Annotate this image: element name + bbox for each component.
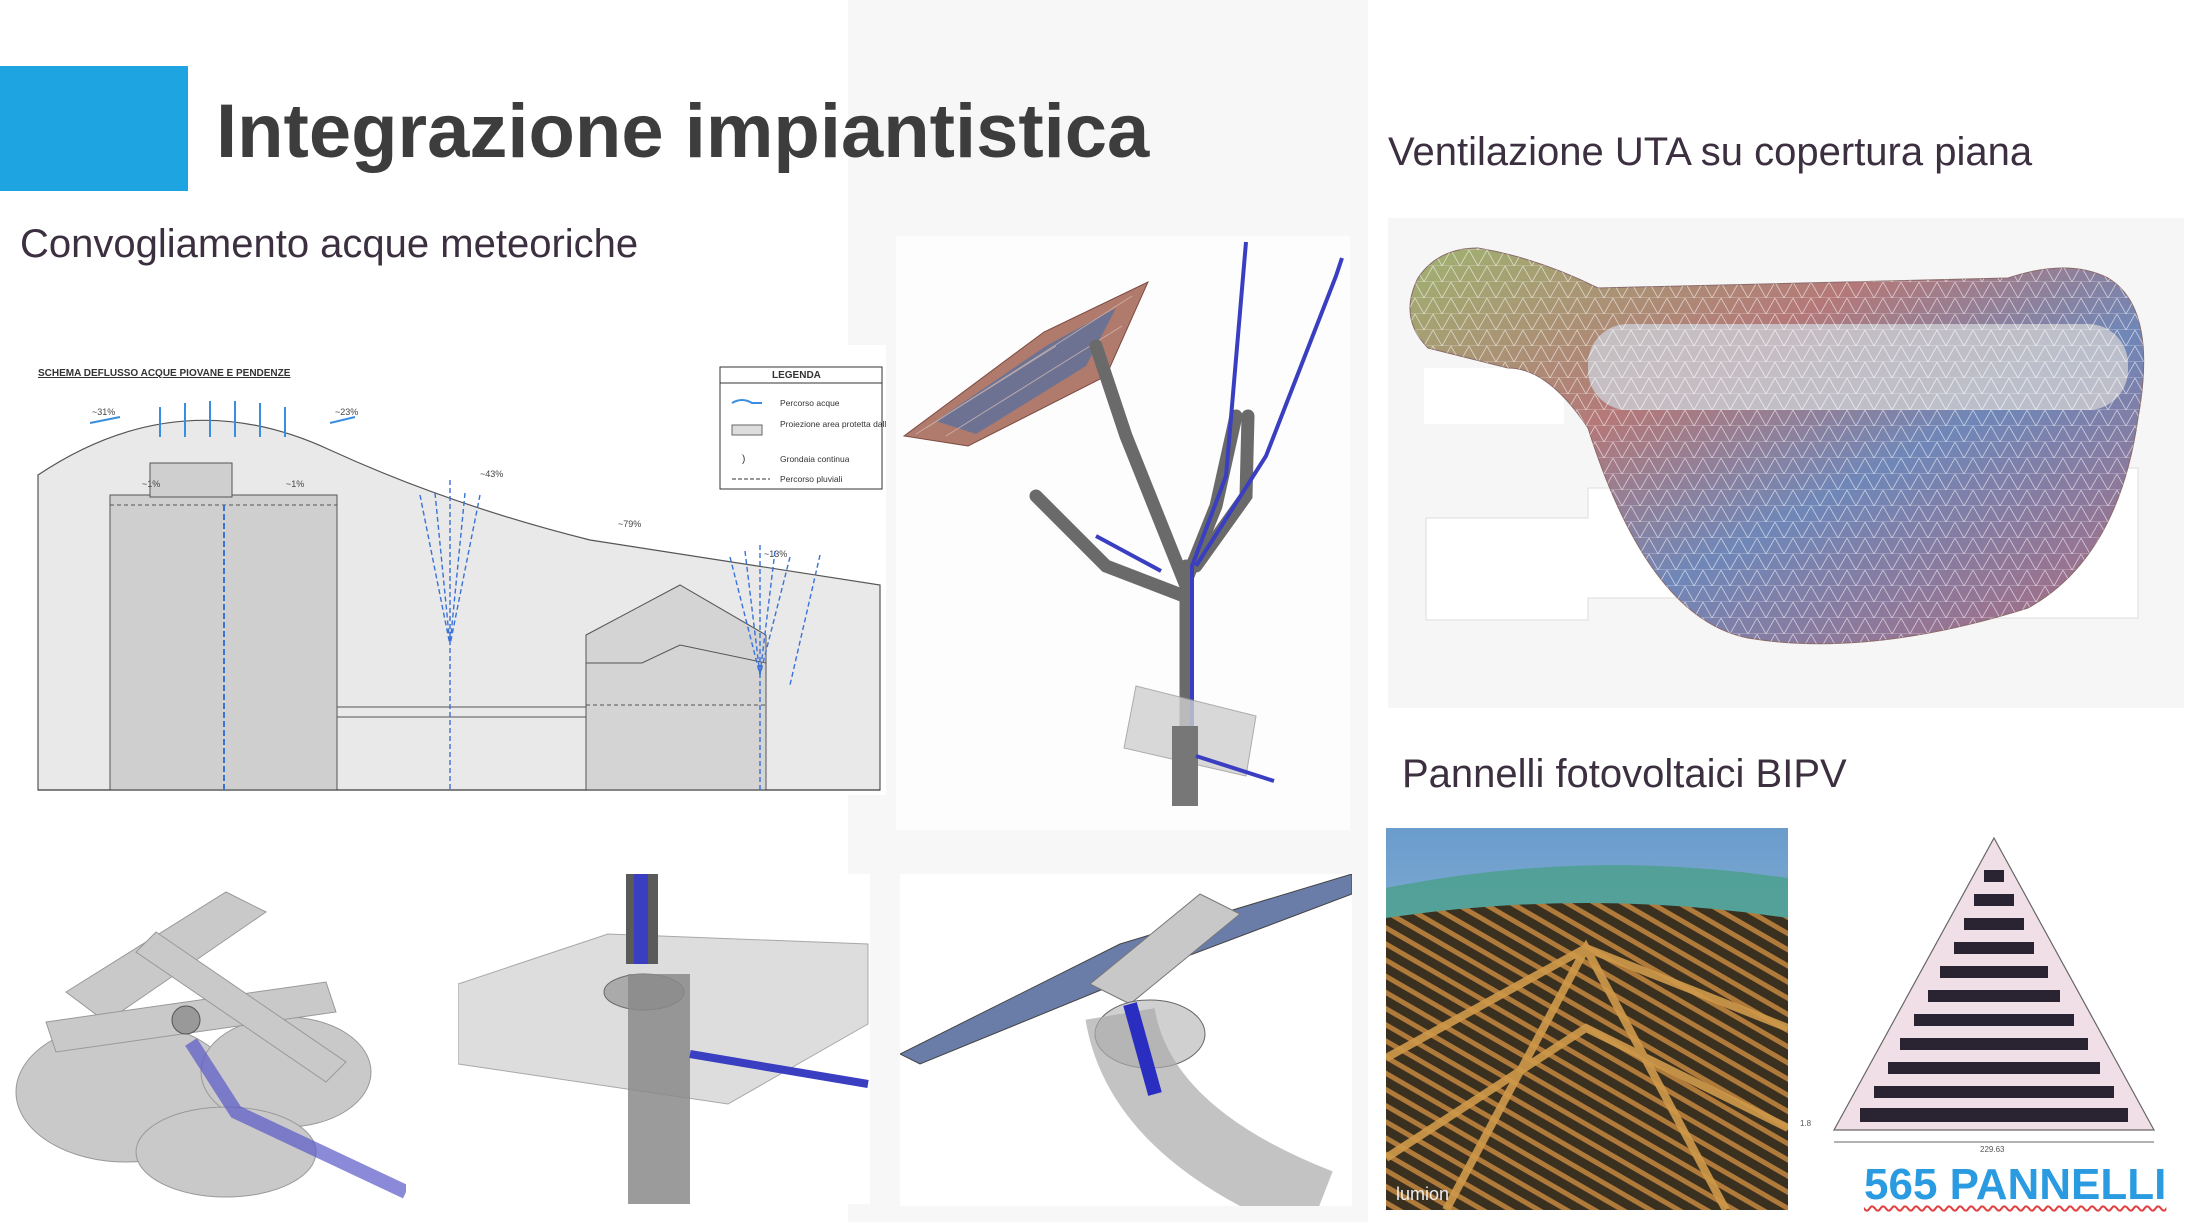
section-title-photovoltaic: Pannelli fotovoltaici BIPV [1402,752,1847,796]
tree-column-render [896,236,1350,830]
gutter-symbol: ) [742,454,745,465]
column-base-render [458,874,870,1204]
roof-plan-render [1388,218,2184,708]
slope-label: ~31% [92,407,115,417]
page-title: Integrazione impiantistica [216,89,1150,174]
slope-label: ~1% [286,479,304,489]
low-building [585,584,767,791]
slope-label: ~23% [335,407,358,417]
pv-triangle-layout: 229.63 1.8 [1794,820,2190,1156]
slope-label: ~13% [764,549,787,559]
pv-canopy-render: lumion [1386,828,1788,1210]
title-accent-bar [0,66,188,191]
diagram-heading: SCHEMA DEFLUSSO ACQUE PIOVANE E PENDENZE [38,368,291,379]
legend-item: Percorso pluviali [780,474,842,484]
node-connection-render [6,872,406,1206]
section-title-rainwater: Convogliamento acque meteoriche [20,222,639,266]
legend-item: Grondaia continua [780,454,850,464]
legend-title: LEGENDA [772,370,821,381]
diagram-legend: LEGENDA Percorso acque Proiezione area p… [719,366,886,490]
slope-label: ~1% [142,479,160,489]
panel-count-label: 565 PANNELLI [1864,1160,2167,1209]
legend-item: Proiezione area protetta dall'acqua [780,419,886,429]
gutter-connection-render [900,874,1352,1206]
slope-label: ~79% [618,519,641,529]
triangle-side-dimension: 1.8 [1800,1119,1812,1128]
legend-item: Percorso acque [780,398,840,408]
triangle-base-dimension: 229.63 [1980,1145,2005,1154]
rainwater-flow-diagram: SCHEMA DEFLUSSO ACQUE PIOVANE E PENDENZE… [30,345,886,795]
section-title-ventilation: Ventilazione UTA su copertura piana [1388,130,2033,174]
slope-label: ~43% [480,469,503,479]
render-watermark: lumion [1396,1184,1449,1204]
